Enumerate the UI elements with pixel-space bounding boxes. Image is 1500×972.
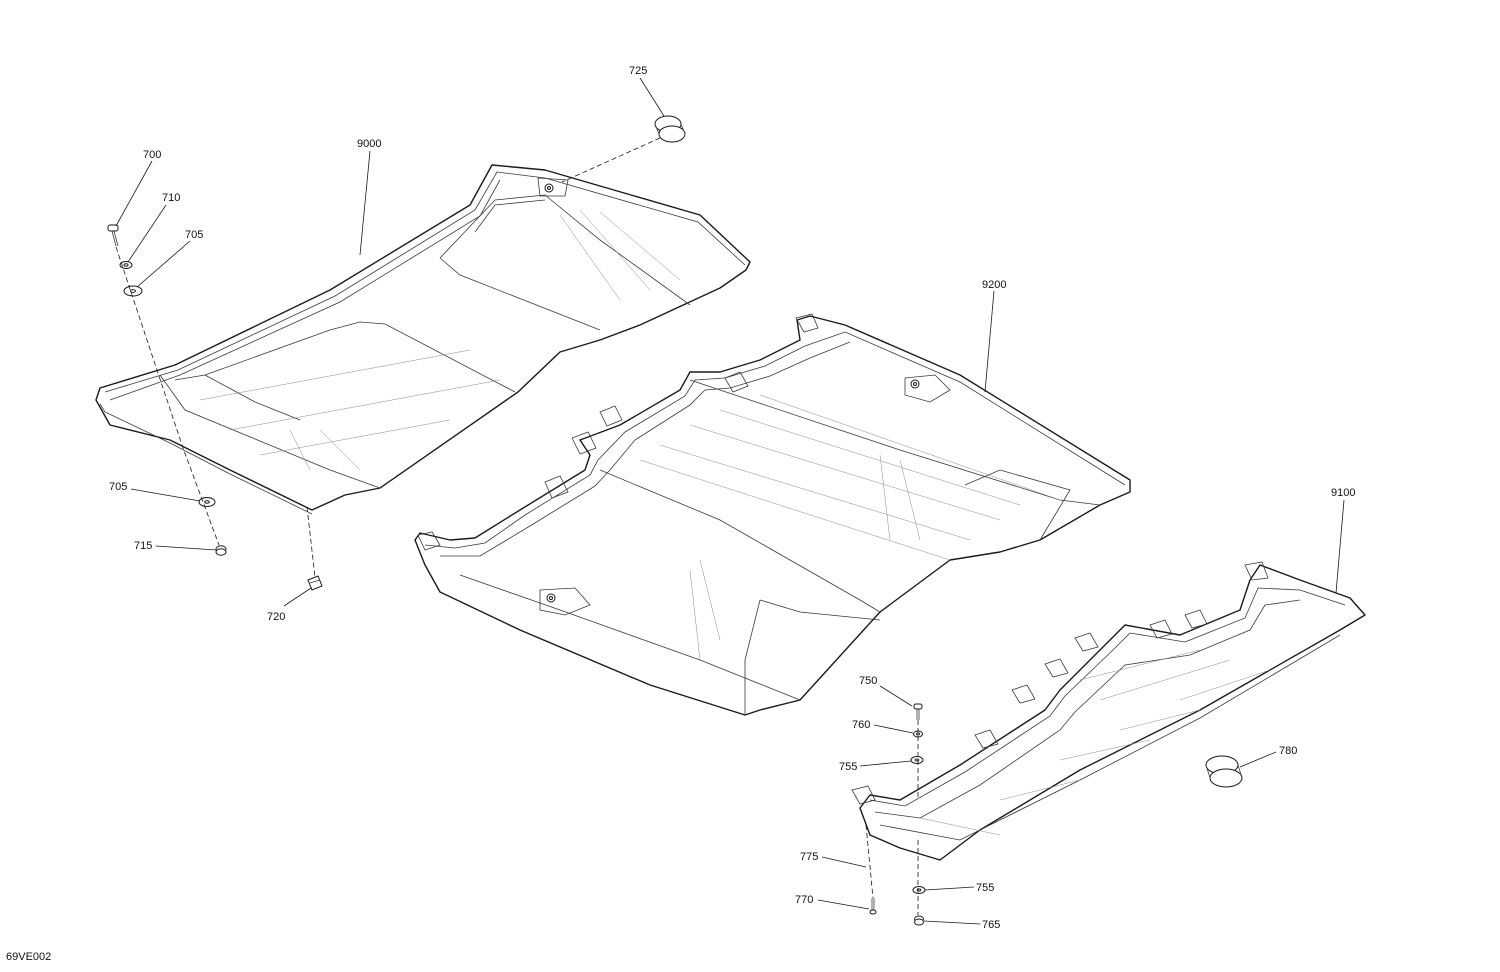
leader-725 (639, 77, 665, 117)
callout-775: 775 (800, 851, 818, 863)
callout-710: 710 (162, 192, 180, 204)
skid-plate-9000[interactable] (95, 164, 751, 515)
flat-washer-755-top[interactable] (910, 756, 924, 764)
callout-755-top: 755 (839, 761, 857, 773)
callout-750: 750 (859, 675, 877, 687)
assembly-path-725 (561, 137, 661, 183)
assembly-path-720 (306, 506, 316, 578)
nut-715[interactable] (215, 545, 227, 556)
callout-9000: 9000 (357, 138, 381, 150)
leader-750 (879, 685, 913, 707)
screw-770[interactable] (869, 898, 877, 915)
callout-755-bottom: 755 (976, 882, 994, 894)
leader-780 (1239, 751, 1277, 768)
leader-705b (130, 488, 201, 502)
screw-700[interactable] (107, 224, 119, 247)
skid-plate-9100[interactable] (851, 561, 1366, 861)
flat-washer-705-bottom[interactable] (198, 497, 216, 507)
callout-780: 780 (1279, 745, 1297, 757)
callout-700: 700 (143, 149, 161, 161)
leader-9200 (984, 290, 995, 393)
leader-710 (127, 204, 167, 263)
callout-705-bottom: 705 (109, 481, 127, 493)
callout-770: 770 (795, 894, 813, 906)
skid-plate-9200[interactable] (414, 313, 1131, 716)
leader-755a (859, 760, 912, 767)
flat-washer-705-top[interactable] (123, 285, 143, 297)
callout-765: 765 (982, 919, 1000, 931)
leader-770 (817, 899, 870, 910)
leader-755b (924, 886, 975, 891)
leader-715 (155, 545, 217, 551)
callout-9100: 9100 (1331, 487, 1355, 499)
leader-760 (873, 724, 914, 734)
callout-720: 720 (267, 611, 285, 623)
callout-725: 725 (629, 65, 647, 77)
leader-9100 (1335, 499, 1345, 594)
sleeve-780[interactable] (1205, 755, 1243, 788)
leader-720 (283, 587, 312, 607)
flat-washer-755-bottom[interactable] (912, 886, 926, 894)
nut-765[interactable] (914, 915, 924, 926)
screw-750[interactable] (913, 703, 923, 720)
assembly-path-700 (115, 246, 220, 546)
leader-765 (923, 920, 981, 925)
callout-760: 760 (852, 719, 870, 731)
sleeve-725[interactable] (654, 115, 686, 143)
leader-700 (115, 160, 153, 227)
leader-705a (136, 240, 191, 288)
drawing-code: 69VE002 (6, 951, 52, 963)
callout-9200: 9200 (982, 279, 1006, 291)
clip-nut-720[interactable] (307, 575, 323, 591)
callout-715: 715 (134, 540, 152, 552)
leader-9000 (359, 150, 371, 256)
assembly-path-775 (865, 824, 874, 899)
leader-775 (821, 856, 867, 868)
callout-705-top: 705 (185, 229, 203, 241)
